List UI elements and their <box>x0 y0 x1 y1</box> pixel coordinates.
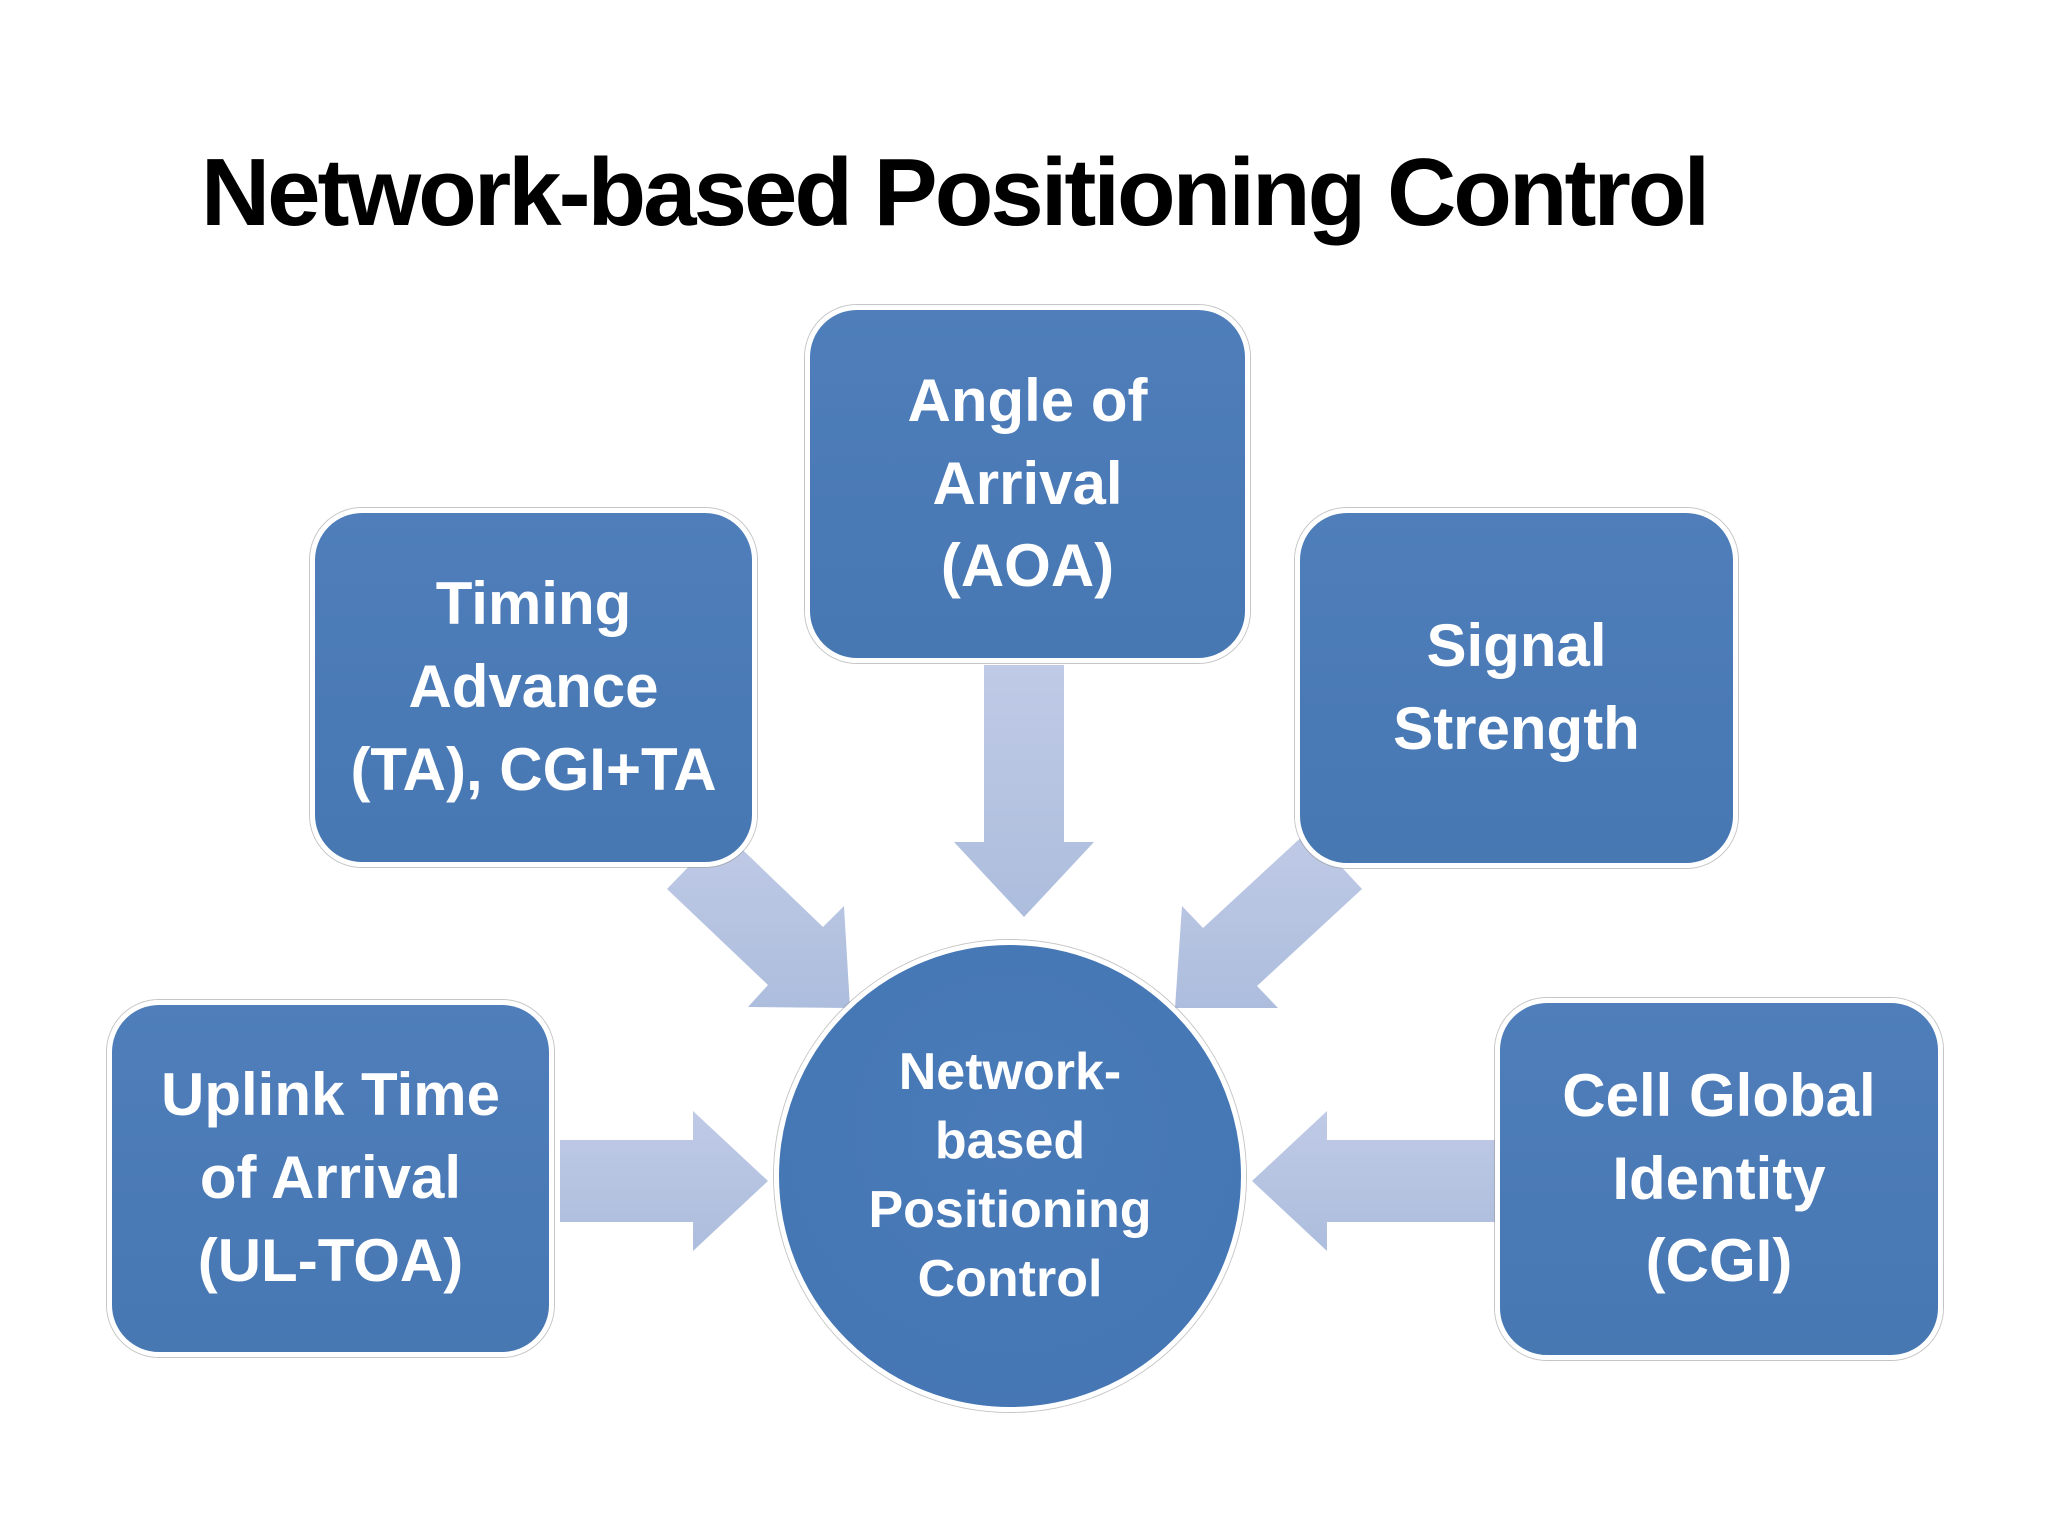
arrow-ultoa-to-center-icon <box>560 1111 768 1251</box>
node-signal-strength: Signal Strength <box>1295 508 1738 868</box>
node-uplink-time-of-arrival-label: Uplink Time of Arrival (UL-TOA) <box>161 1061 500 1294</box>
node-cell-global-identity: Cell Global Identity (CGI) <box>1495 998 1943 1360</box>
node-uplink-time-of-arrival: Uplink Time of Arrival (UL-TOA) <box>107 1000 554 1357</box>
center-node-label: Network- based Positioning Control <box>868 1042 1152 1309</box>
node-cell-global-identity-label: Cell Global Identity (CGI) <box>1562 1061 1876 1295</box>
center-node-network-based-positioning-control: Network- based Positioning Control <box>774 940 1246 1412</box>
node-signal-strength-label: Signal Strength <box>1393 612 1640 762</box>
arrow-timing-advance-to-center-icon <box>667 831 850 1008</box>
arrow-aoa-to-center-icon <box>954 665 1094 917</box>
page-title: Network-based Positioning Control <box>200 139 1710 246</box>
node-timing-advance-label: Timing Advance (TA), CGI+TA <box>350 570 717 803</box>
arrow-cgi-to-center-icon <box>1252 1111 1495 1251</box>
node-timing-advance: Timing Advance (TA), CGI+TA <box>310 508 757 867</box>
node-angle-of-arrival-label: Angle of Arrival (AOA) <box>907 366 1148 600</box>
arrow-signal-strength-to-center-icon <box>1175 831 1362 1008</box>
node-angle-of-arrival: Angle of Arrival (AOA) <box>805 305 1250 663</box>
